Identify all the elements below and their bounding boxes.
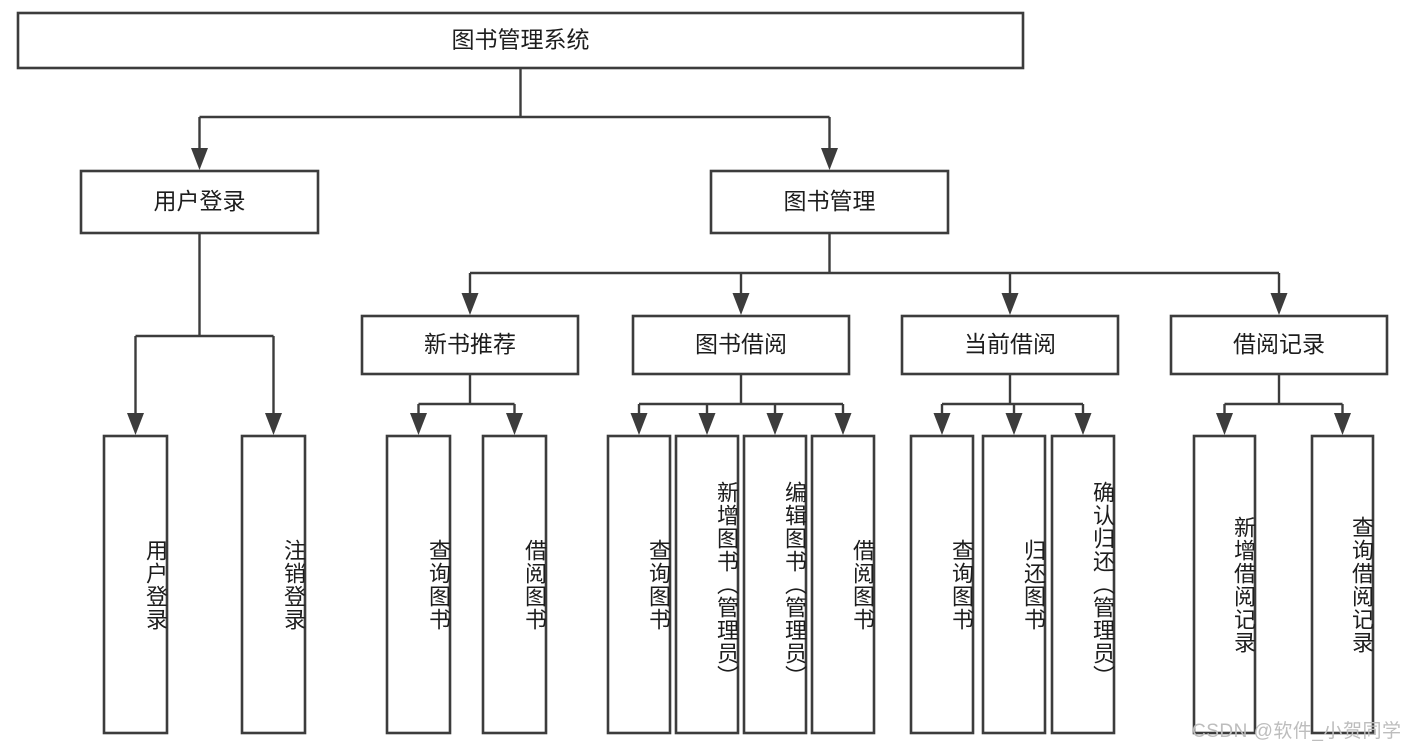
arrow-head-icon <box>766 413 784 435</box>
arrow-head-icon <box>127 413 144 435</box>
node-book-borrow[interactable] <box>631 314 851 376</box>
arrow-head-icon <box>1270 293 1288 315</box>
csdn-watermark: CSDN @软件_小贺同学 <box>1192 721 1402 742</box>
node-leaf-query-borrow-record[interactable] <box>1310 434 1375 735</box>
arrow-head-icon <box>1005 413 1023 435</box>
node-current-borrow[interactable] <box>900 314 1120 376</box>
arrow-head-icon <box>1216 413 1233 435</box>
node-new-book-recommend[interactable] <box>360 314 580 376</box>
arrow-head-icon <box>1334 413 1351 435</box>
node-root[interactable] <box>16 11 1025 70</box>
node-label: 当前借阅 <box>964 331 1056 357</box>
node-label: 借阅记录 <box>1233 331 1325 357</box>
node-book-manage[interactable] <box>709 169 950 235</box>
node-leaf-borrow-book[interactable] <box>810 434 876 735</box>
node-label: 图书管理 <box>784 188 876 214</box>
node-leaf-confirm-return-admin[interactable] <box>1050 434 1116 735</box>
node-leaf-return-book[interactable] <box>981 434 1047 735</box>
arrow-head-icon <box>191 148 208 170</box>
arrow-head-icon <box>630 413 648 435</box>
node-borrow-record[interactable] <box>1169 314 1389 376</box>
box-layer <box>16 11 1389 735</box>
arrow-head-icon <box>461 293 479 315</box>
node-leaf-add-borrow-record[interactable] <box>1192 434 1257 735</box>
node-leaf-borrow-book-recommend[interactable] <box>481 434 548 735</box>
node-leaf-add-book-admin[interactable] <box>674 434 740 735</box>
arrow-head-icon <box>821 148 838 170</box>
arrow-head-icon <box>1074 413 1092 435</box>
arrow-head-icon <box>265 413 282 435</box>
arrow-head-icon <box>1001 293 1019 315</box>
node-leaf-query-book-recommend[interactable] <box>385 434 452 735</box>
arrow-head-icon <box>834 413 852 435</box>
arrow-head-icon <box>410 413 427 435</box>
node-user-login[interactable] <box>79 169 320 235</box>
arrow-head-icon <box>698 413 716 435</box>
node-leaf-query-book-borrow[interactable] <box>606 434 672 735</box>
node-label: 图书借阅 <box>695 331 787 357</box>
node-label: 用户登录 <box>154 188 246 214</box>
arrow-head-icon <box>933 413 951 435</box>
node-label: 新书推荐 <box>424 331 516 357</box>
connector-layer <box>127 68 1351 435</box>
node-label: 图书管理系统 <box>452 27 590 53</box>
arrow-head-icon <box>732 293 750 315</box>
node-leaf-edit-book-admin[interactable] <box>742 434 808 735</box>
node-leaf-query-book-current[interactable] <box>909 434 975 735</box>
node-leaf-logout[interactable] <box>240 434 307 735</box>
node-leaf-user-login[interactable] <box>102 434 169 735</box>
arrow-head-icon <box>506 413 523 435</box>
